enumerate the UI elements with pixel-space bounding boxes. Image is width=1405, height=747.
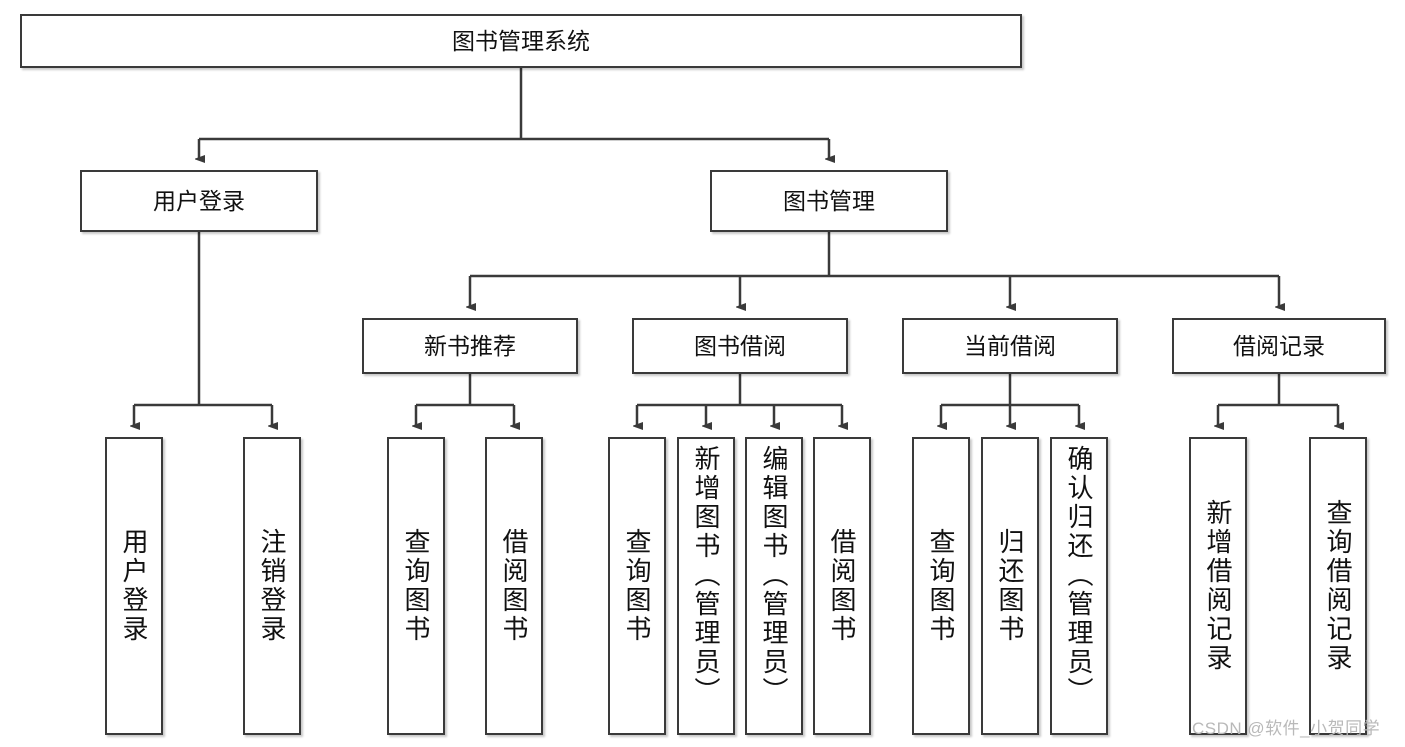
- box-label: 当前借阅: [964, 332, 1056, 359]
- leaf-box-6: 编辑图书（管理员）: [745, 437, 803, 735]
- box-label: 借阅记录: [1233, 332, 1325, 359]
- box-label: 新增借阅记录: [1203, 499, 1233, 673]
- leaf-box-9: 归还图书: [981, 437, 1039, 735]
- box-label: 用户登录: [153, 187, 245, 214]
- box-label: 查询图书: [926, 528, 956, 644]
- csdn-watermark: CSDN @软件_小贺同学: [1192, 719, 1381, 738]
- leaf-box-1: 注销登录: [243, 437, 301, 735]
- box-label: 借阅图书: [827, 528, 857, 644]
- leaf-box-12: 查询借阅记录: [1309, 437, 1367, 735]
- level2-box-0: 用户登录: [80, 170, 318, 232]
- level3-box-0: 新书推荐: [362, 318, 578, 374]
- leaf-box-8: 查询图书: [912, 437, 970, 735]
- leaf-box-11: 新增借阅记录: [1189, 437, 1247, 735]
- box-label: 查询图书: [622, 528, 652, 644]
- box-label: 借阅图书: [499, 528, 529, 644]
- box-label: 注销登录: [257, 528, 287, 644]
- level3-box-1: 图书借阅: [632, 318, 848, 374]
- box-label: 图书管理系统: [452, 27, 590, 54]
- leaf-box-0: 用户登录: [105, 437, 163, 735]
- box-label: 编辑图书（管理员）: [759, 445, 789, 706]
- leaf-box-10: 确认归还（管理员）: [1050, 437, 1108, 735]
- level2-box-1: 图书管理: [710, 170, 948, 232]
- level3-box-2: 当前借阅: [902, 318, 1118, 374]
- root-box-0: 图书管理系统: [20, 14, 1022, 68]
- level3-box-3: 借阅记录: [1172, 318, 1386, 374]
- box-label: 查询借阅记录: [1323, 499, 1353, 673]
- box-label: 新书推荐: [424, 332, 516, 359]
- box-label: 用户登录: [119, 528, 149, 644]
- box-label: 新增图书（管理员）: [691, 445, 721, 706]
- leaf-box-3: 借阅图书: [485, 437, 543, 735]
- box-label: 图书管理: [783, 187, 875, 214]
- box-label: 确认归还（管理员）: [1064, 445, 1094, 706]
- box-label: 归还图书: [995, 528, 1025, 644]
- leaf-box-2: 查询图书: [387, 437, 445, 735]
- leaf-box-4: 查询图书: [608, 437, 666, 735]
- leaf-box-7: 借阅图书: [813, 437, 871, 735]
- box-label: 图书借阅: [694, 332, 786, 359]
- leaf-box-5: 新增图书（管理员）: [677, 437, 735, 735]
- box-label: 查询图书: [401, 528, 431, 644]
